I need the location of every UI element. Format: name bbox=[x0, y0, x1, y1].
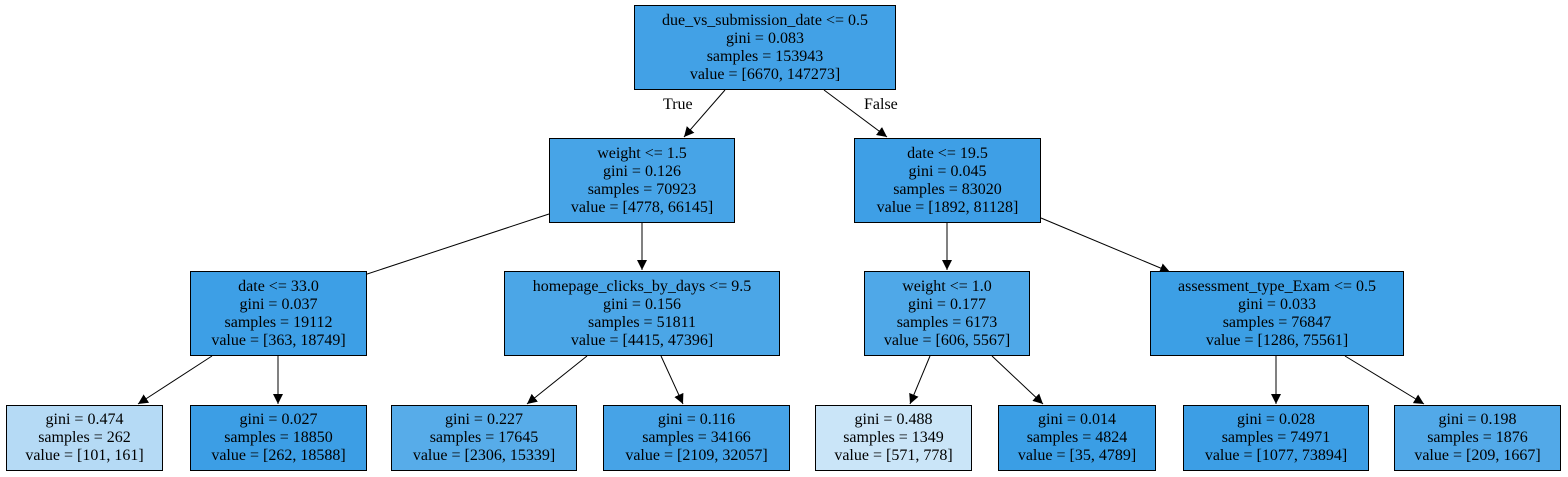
node-text-line: gini = 0.033 bbox=[1238, 295, 1316, 313]
node-text-line: gini = 0.156 bbox=[603, 295, 681, 313]
node-text-line: samples = 1349 bbox=[843, 429, 944, 446]
node-text-line: value = [262, 18588] bbox=[211, 447, 346, 464]
node-text-line: value = [606, 5567] bbox=[883, 331, 1011, 349]
node-text-line: value = [4778, 66145] bbox=[570, 198, 714, 216]
node-text-line: samples = 34166 bbox=[642, 429, 751, 446]
node-text-line: value = [571, 778] bbox=[834, 447, 953, 464]
node-text-line: value = [1077, 73894] bbox=[1204, 447, 1348, 464]
node-text-line: assessment_type_Exam <= 0.5 bbox=[1177, 277, 1376, 295]
node-text-line: samples = 70923 bbox=[587, 180, 697, 198]
node-text-line: value = [363, 18749] bbox=[211, 331, 346, 349]
node-text-line: gini = 0.474 bbox=[45, 411, 124, 428]
node-text-line: gini = 0.126 bbox=[603, 162, 681, 180]
node-text-line: due_vs_submission_date <= 0.5 bbox=[661, 11, 869, 29]
edges-layer bbox=[137, 89, 1425, 405]
node-text-line: weight <= 1.0 bbox=[902, 277, 992, 295]
node-text-line: samples = 153943 bbox=[706, 47, 824, 65]
node-text-line: gini = 0.116 bbox=[657, 411, 736, 428]
node-text-line: value = [101, 161] bbox=[25, 447, 144, 464]
node-text-line: samples = 4824 bbox=[1026, 429, 1128, 446]
node-text-line: homepage_clicks_by_days <= 9.5 bbox=[532, 277, 752, 295]
edge-n5-n11 bbox=[909, 355, 931, 405]
node-text-line: value = [1892, 81128] bbox=[876, 198, 1019, 216]
node-text-line: weight <= 1.5 bbox=[597, 144, 687, 162]
node-text-line: gini = 0.177 bbox=[908, 295, 986, 313]
node-text-line: gini = 0.045 bbox=[908, 162, 987, 180]
node-text-line: value = [209, 1667] bbox=[1414, 447, 1541, 464]
edge-n1-n3 bbox=[351, 213, 550, 281]
node-text-line: samples = 262 bbox=[38, 429, 131, 446]
node-text-line: gini = 0.198 bbox=[1438, 411, 1517, 428]
node-text-line: gini = 0.014 bbox=[1038, 411, 1116, 428]
node-text-line: samples = 6173 bbox=[896, 313, 998, 331]
node-text-line: samples = 18850 bbox=[224, 429, 333, 446]
edge-n5-n12 bbox=[991, 355, 1044, 405]
node-text-line: samples = 83020 bbox=[893, 180, 1002, 198]
branch-label-true: True bbox=[663, 96, 693, 113]
edge-n2-n6 bbox=[1040, 217, 1171, 273]
node-text-line: date <= 19.5 bbox=[907, 144, 988, 162]
branch-label-false: False bbox=[864, 96, 898, 113]
node-text-line: value = [1286, 75561] bbox=[1205, 331, 1349, 349]
edge-n4-n9 bbox=[526, 355, 588, 405]
node-text-line: gini = 0.028 bbox=[1237, 411, 1315, 428]
edge-n0-n1 bbox=[683, 89, 726, 138]
node-text-line: value = [2109, 32057] bbox=[625, 447, 768, 464]
node-text-line: gini = 0.083 bbox=[726, 29, 804, 47]
node-text-line: samples = 17645 bbox=[429, 429, 539, 446]
node-text-line: samples = 1876 bbox=[1427, 429, 1528, 446]
node-text-line: samples = 74971 bbox=[1221, 429, 1331, 446]
node-text-line: value = [35, 4789] bbox=[1017, 447, 1137, 464]
node-text-line: date <= 33.0 bbox=[238, 277, 319, 295]
edge-n6-n14 bbox=[1344, 355, 1425, 405]
node-text-line: value = [2306, 15339] bbox=[412, 447, 556, 464]
node-text-line: samples = 76847 bbox=[1222, 313, 1332, 331]
node-text-line: gini = 0.027 bbox=[239, 411, 318, 428]
node-text-line: value = [6670, 147273] bbox=[689, 65, 841, 83]
edge-n4-n10 bbox=[660, 355, 684, 405]
edge-n3-n7 bbox=[137, 355, 213, 405]
node-text-line: value = [4415, 47396] bbox=[570, 331, 714, 349]
node-text-line: gini = 0.488 bbox=[854, 411, 933, 428]
node-text-line: samples = 19112 bbox=[224, 313, 333, 331]
node-text-line: gini = 0.037 bbox=[239, 295, 318, 313]
node-text-line: gini = 0.227 bbox=[445, 411, 523, 428]
edge-n0-n2 bbox=[823, 89, 888, 138]
node-text-line: samples = 51811 bbox=[588, 313, 696, 331]
